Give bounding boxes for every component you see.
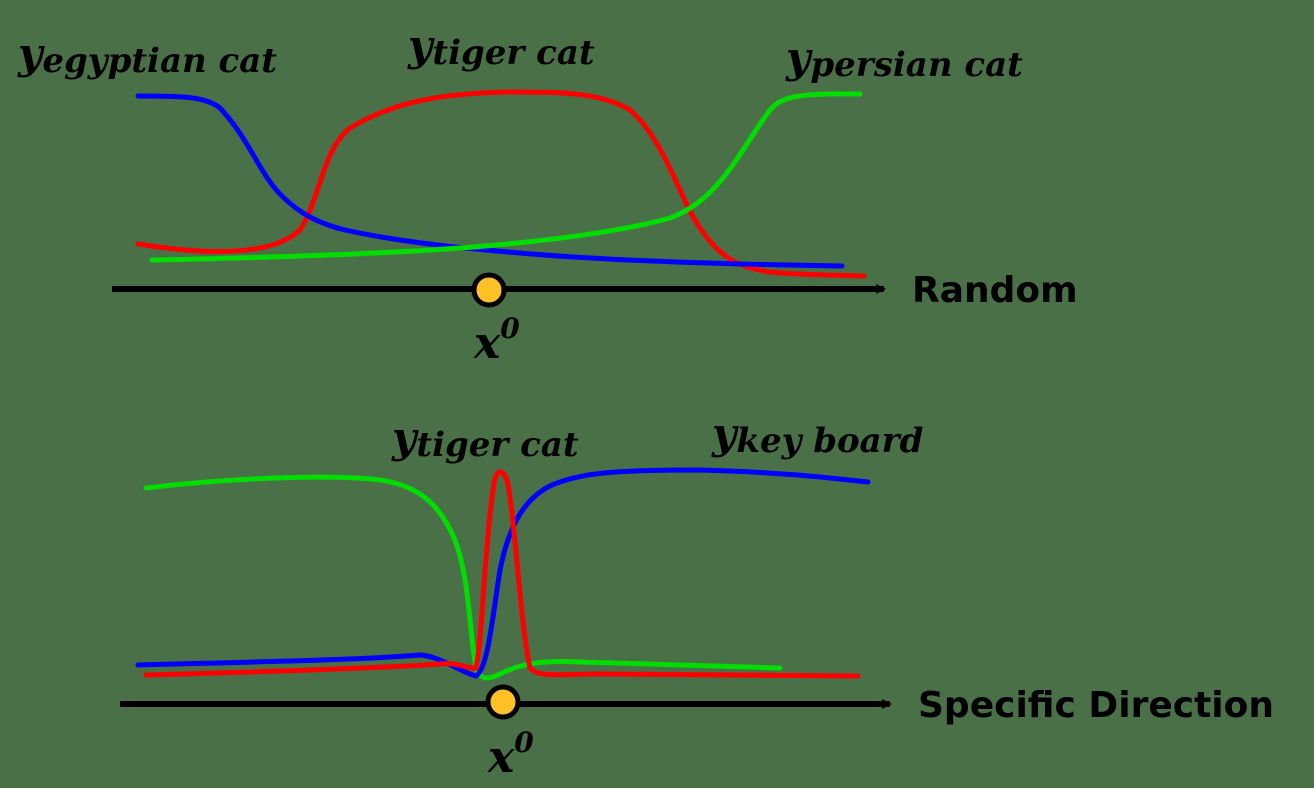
top-label-persian-var: y (785, 33, 813, 82)
bottom-curve-key-board (135, 467, 871, 679)
top-point-label-x: x (473, 318, 501, 369)
top-label-egyptian-var: y (17, 29, 45, 78)
bottom-label-tiger-cat: ytiger cat (391, 413, 579, 465)
bottom-curve-tiger-cat (143, 469, 861, 679)
top-point-x0-outline (471, 272, 507, 308)
top-panel: x0 Random yegyptian cat ytiger cat ypers… (17, 21, 1078, 369)
top-label-egyptian-sub: egyptian cat (42, 41, 277, 81)
top-label-persian-cat: ypersian cat (785, 33, 1023, 85)
bottom-point-label-sup: 0 (514, 726, 534, 759)
top-label-tiger-cat: ytiger cat (407, 21, 595, 73)
bottom-panel: x0 Specific Direction ytiger cat ykey bo… (120, 409, 1274, 783)
top-point-label-sup: 0 (500, 312, 520, 345)
top-label-tiger-var: y (407, 21, 435, 70)
top-curve-tiger-cat (135, 89, 867, 279)
bottom-point-label-x: x (487, 732, 515, 783)
bottom-label-tiger-sub: tiger cat (416, 425, 579, 465)
top-curve-egyptian-cat (135, 93, 845, 269)
bottom-axis-label: Specific Direction (918, 685, 1274, 726)
bottom-label-key-board: ykey board (711, 409, 924, 461)
top-point-x0 (474, 275, 504, 305)
bottom-point-x0 (488, 687, 518, 717)
top-label-persian-sub: persian cat (810, 45, 1023, 85)
top-curve-persian-cat (149, 91, 863, 263)
bottom-label-keyboard-var: y (711, 409, 739, 458)
bottom-point-x0-outline (485, 684, 521, 720)
top-point-label: x0 (473, 312, 520, 369)
bottom-label-tiger-var: y (391, 413, 419, 462)
bottom-point-label: x0 (487, 726, 534, 783)
top-label-tiger-sub: tiger cat (432, 33, 595, 73)
top-axis-label: Random (912, 270, 1078, 311)
top-label-egyptian-cat: yegyptian cat (17, 29, 277, 81)
bottom-curve-persian-cat (143, 474, 783, 681)
bottom-label-keyboard-sub: key board (736, 421, 923, 461)
